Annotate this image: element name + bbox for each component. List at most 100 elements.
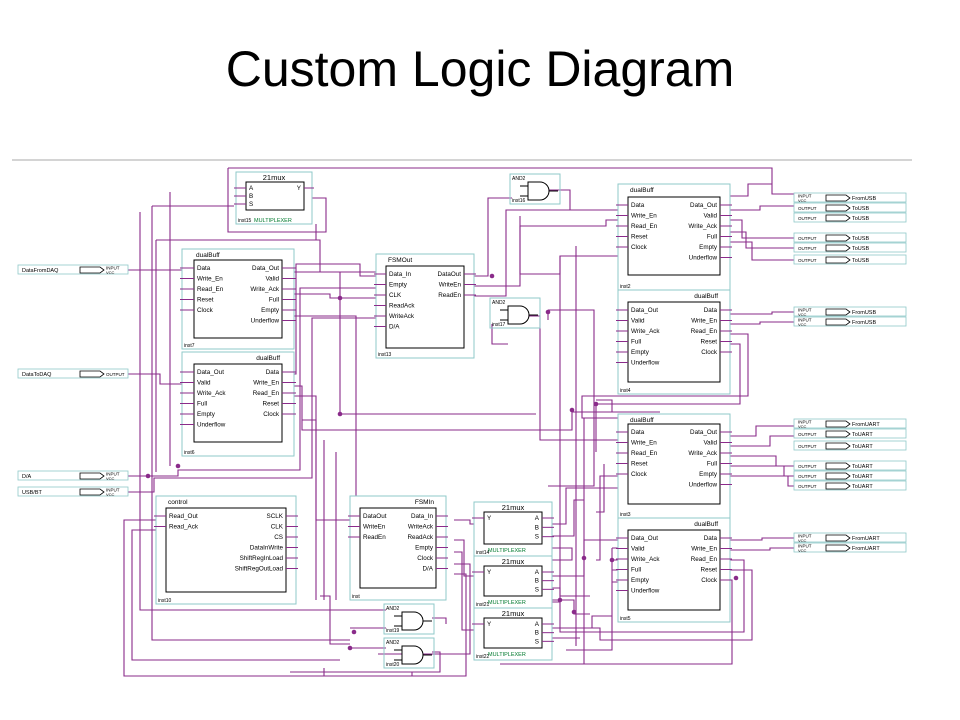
block-dualbuff6: dualBuffData_OutValidWrite_AckFullEmptyU…	[180, 351, 296, 457]
pin-label-left: Write_Ack	[197, 390, 226, 397]
pin-label-right: Valid	[265, 276, 279, 283]
wire-3	[151, 206, 350, 641]
port-name: FromUSB	[852, 196, 876, 202]
wire-7	[139, 212, 386, 611]
instance-label: inst4	[620, 388, 631, 394]
instance-label: inst19	[386, 628, 400, 634]
wire-53	[454, 551, 484, 631]
wire-17	[282, 263, 386, 375]
block-title: dualBuff	[630, 417, 654, 424]
block-title: dualBuff	[630, 187, 654, 194]
port-symbol	[79, 266, 105, 274]
pin-label-left: Data	[631, 429, 645, 436]
pin-label-right: SCLK	[267, 513, 284, 520]
instance-label: inst2	[620, 284, 631, 290]
wire-21	[546, 189, 628, 211]
port-kind: INPUT	[106, 266, 120, 271]
pin-label-left: Write_En	[197, 276, 223, 283]
block-dualbuff7: dualBuffDataWrite_EnRead_EnResetClockDat…	[180, 248, 296, 350]
port-sub: VCC	[798, 538, 807, 543]
pin-label-left: Data	[197, 265, 211, 272]
wire-42	[716, 547, 796, 551]
pin-label-left: Read_En	[197, 286, 224, 293]
gate-outline	[383, 637, 435, 669]
port-kind: INPUT	[106, 472, 120, 477]
port-name: USB/BT	[22, 490, 43, 496]
junction-dot-0	[145, 473, 151, 479]
port-symbol	[79, 472, 105, 480]
junction-dot-9	[609, 557, 615, 563]
port-symbol	[825, 234, 851, 242]
pin-label-right: Write_En	[253, 380, 279, 387]
pin-label-right: S	[535, 534, 539, 541]
pin-label-right: Clock	[417, 555, 434, 562]
pin-label-right: Empty	[261, 307, 280, 314]
port-name: FromUART	[852, 546, 880, 552]
instance-label: inst6	[184, 450, 195, 456]
port-symbol	[825, 194, 851, 202]
block-body	[245, 181, 305, 211]
wire-76	[596, 475, 620, 561]
pin-label-right: Write_Ack	[250, 286, 279, 293]
wire-47	[566, 548, 613, 651]
instance-label: inst14	[476, 550, 490, 556]
block-dualbuff3: dualBuffDataWrite_EnRead_EnResetClockDat…	[616, 413, 732, 519]
pin-label-left: Data_Out	[631, 535, 658, 542]
port-symbol	[825, 430, 851, 438]
port-name: ToUSB	[852, 216, 869, 222]
pin-label-right: Empty	[699, 244, 718, 251]
pin-label-right: Underflow	[689, 482, 718, 489]
block-body	[483, 565, 543, 597]
wire-82	[596, 399, 613, 412]
wire-56	[542, 487, 628, 525]
wire-38	[700, 455, 796, 467]
pin-label-left: CLK	[389, 292, 402, 299]
and-gate-symbol	[401, 611, 424, 631]
instance-label: inst13	[378, 352, 392, 358]
pin-label-right: Reset	[263, 401, 280, 408]
block-title: dualBuff	[694, 293, 718, 300]
junction-dot-13	[557, 597, 563, 603]
pin-label-left: Y	[487, 621, 492, 628]
port-name: DataFromDAQ	[22, 268, 59, 274]
port-symbol	[825, 308, 851, 316]
gate-outline	[383, 603, 435, 635]
wire-15	[282, 385, 660, 431]
pin-label-right: Full	[269, 297, 279, 304]
pin-label-left: Reset	[197, 297, 214, 304]
port-kind: OUTPUT	[106, 372, 125, 377]
pin-label-left: Write_Ack	[631, 328, 660, 335]
port-kind: INPUT	[106, 488, 120, 493]
pin-label-left: Valid	[631, 546, 645, 553]
pin-label-left: Underflow	[631, 360, 660, 367]
port-sub: VCC	[798, 548, 807, 553]
port-kind: OUTPUT	[798, 258, 817, 263]
pin-label-right: Read_En	[691, 328, 718, 335]
slide-title: Custom Logic Diagram	[225, 41, 735, 97]
block-fsmin: FSMInDataOutWriteEnReadEnData_InWriteAck…	[348, 495, 448, 601]
block-dualbuff4: dualBuffData_OutValidWrite_AckFullEmptyU…	[616, 289, 732, 395]
pin-label-left: Read_Ack	[169, 524, 199, 531]
junction-dot-2	[337, 411, 343, 417]
port-name: FromUART	[852, 536, 880, 542]
pin-label-right: WriteAck	[408, 524, 434, 531]
port-outline	[17, 368, 129, 379]
instance-label: inst5	[620, 616, 631, 622]
and-gate-symbol	[527, 181, 550, 201]
port-outline	[17, 470, 129, 481]
pin-label-left: Data_Out	[631, 307, 658, 314]
and-gate-symbol	[507, 305, 530, 325]
junction-dot-4	[347, 645, 353, 651]
wire-54	[378, 563, 471, 655]
